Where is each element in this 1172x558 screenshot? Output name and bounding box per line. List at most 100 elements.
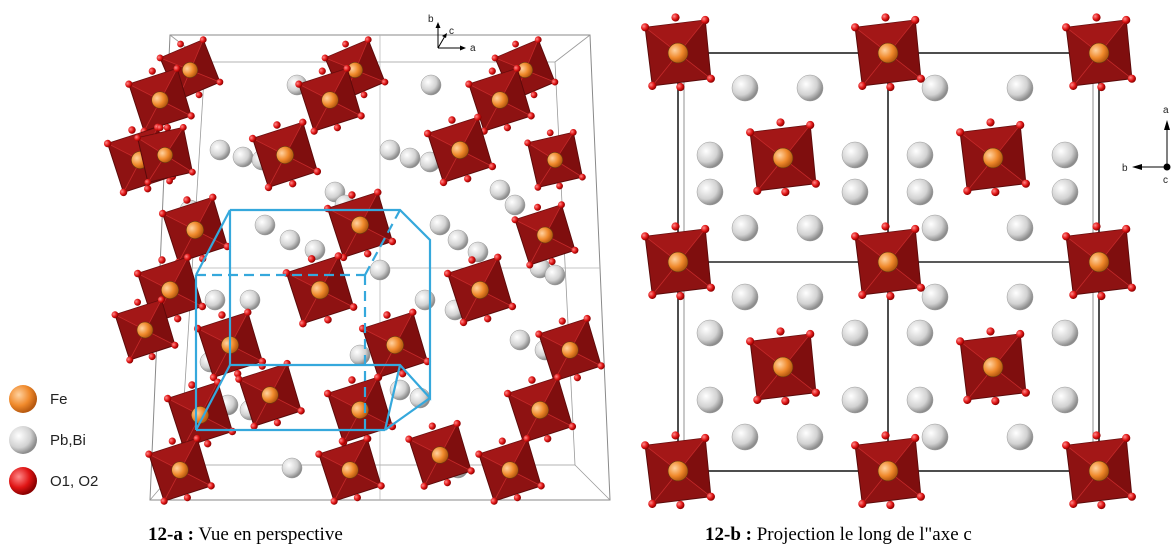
oxygen-atom — [706, 283, 715, 292]
oxygen-atom — [443, 479, 452, 487]
octahedron — [465, 64, 535, 135]
octahedron — [511, 201, 579, 269]
oxygen-atom — [463, 174, 472, 183]
oxygen-atom-swatch — [9, 467, 37, 495]
feo6-octahedra — [103, 36, 605, 505]
oxygen-atom — [551, 78, 559, 86]
octahedron — [535, 314, 605, 385]
oxygen-atom — [363, 249, 372, 258]
oxygen-atom — [343, 64, 351, 73]
perspective-view-panel: a b c — [103, 14, 611, 505]
oxygen-atom — [330, 497, 338, 505]
legend-label-pbbi: Pb,Bi — [50, 432, 86, 449]
oxygen-atom — [641, 232, 650, 241]
octahedron — [248, 118, 322, 192]
oxygen-atom — [1122, 433, 1131, 443]
fe-atom — [261, 386, 279, 404]
pbbi-atom — [1006, 283, 1034, 311]
octahedron — [282, 252, 358, 328]
oxygen-atom — [299, 118, 307, 126]
oxygen-atom — [776, 118, 785, 127]
oxygen-atom — [523, 434, 531, 443]
fe-atom — [1088, 251, 1110, 273]
fe-atom — [386, 336, 404, 354]
oxygen-atom — [1069, 81, 1078, 90]
oxygen-atom — [558, 317, 566, 325]
oxygen-atom — [321, 54, 329, 62]
oxygen-atom — [571, 246, 579, 254]
oxygen-atom — [963, 395, 972, 404]
pbbi-atom — [696, 386, 724, 414]
oxygen-atom — [244, 308, 252, 316]
octahedron — [641, 222, 715, 301]
oxygen-atom — [490, 497, 498, 505]
oxygen-atom — [494, 253, 502, 261]
oxygen-atom — [295, 80, 303, 88]
oxygen-atom — [676, 291, 685, 301]
oxygen-atom — [511, 216, 519, 224]
oxygen-atom — [1127, 74, 1136, 83]
fe-atom — [276, 146, 294, 164]
oxygen-atom — [125, 80, 133, 88]
pbbi-atom — [921, 74, 949, 102]
octahedron — [111, 296, 179, 364]
octahedron — [158, 193, 232, 267]
pbbi-atom — [1006, 423, 1034, 451]
pbbi-atom — [921, 283, 949, 311]
pbbi-atom — [841, 319, 869, 347]
pbbi-atom — [1051, 386, 1079, 414]
pbbi-atom — [796, 423, 824, 451]
oxygen-atom — [409, 308, 417, 316]
pbbi-atom — [509, 329, 531, 351]
pbbi-atom — [696, 178, 724, 206]
oxygen-atom — [360, 91, 368, 99]
oxygen-atom — [776, 327, 785, 336]
octahedron — [851, 431, 925, 510]
oxygen-atom — [177, 40, 184, 48]
oxygen-atom — [1016, 120, 1025, 130]
fe-atom — [351, 216, 369, 234]
oxygen-atom — [806, 329, 815, 339]
oxygen-atom — [248, 134, 257, 143]
oxygen-atom — [377, 482, 385, 490]
oxygen-atom — [264, 183, 273, 192]
oxygen-atom — [701, 433, 710, 443]
oxygen-atom — [537, 482, 545, 490]
pbbi-atom — [232, 146, 254, 168]
octahedron — [956, 118, 1030, 197]
oxygen-atom — [187, 112, 195, 120]
oxygen-atom — [163, 124, 172, 132]
fe-atom — [561, 341, 579, 359]
pbbi-atom — [399, 147, 421, 169]
octahedron — [475, 434, 545, 505]
oxygen-atom — [235, 375, 243, 383]
oxygen-atom — [963, 186, 972, 195]
oxygen-atom — [126, 356, 134, 364]
fe-atom — [136, 321, 154, 339]
oxygen-atom — [381, 78, 389, 86]
oxygen-atom — [556, 182, 563, 190]
lead-bismuth-atoms-projected — [696, 74, 1079, 451]
oxygen-atom — [701, 15, 710, 25]
pbbi-atom — [281, 457, 303, 479]
oxygen-atom — [1062, 232, 1071, 241]
oxygen-atom — [333, 124, 342, 132]
oxygen-atom — [956, 337, 965, 346]
pbbi-atom — [414, 289, 436, 311]
oxygen-atom — [168, 437, 176, 445]
fe-atom — [772, 356, 794, 378]
legend-item-oxygen: O1, O2 — [9, 467, 98, 495]
oxygen-atom — [534, 36, 542, 44]
oxygen-atom — [383, 311, 391, 319]
oxygen-atom — [348, 376, 356, 384]
pbbi-atom — [906, 386, 934, 414]
oxygen-atom — [1097, 500, 1106, 510]
oxygen-atom — [144, 178, 152, 186]
feo6-octahedra-projected — [641, 13, 1136, 510]
pbbi-atom-swatch — [9, 426, 37, 454]
oxygen-atom — [1122, 15, 1131, 25]
oxygen-atom — [133, 269, 142, 278]
octahedron — [851, 13, 925, 92]
oxygen-atom — [134, 134, 142, 142]
oxygen-atom — [318, 67, 326, 75]
